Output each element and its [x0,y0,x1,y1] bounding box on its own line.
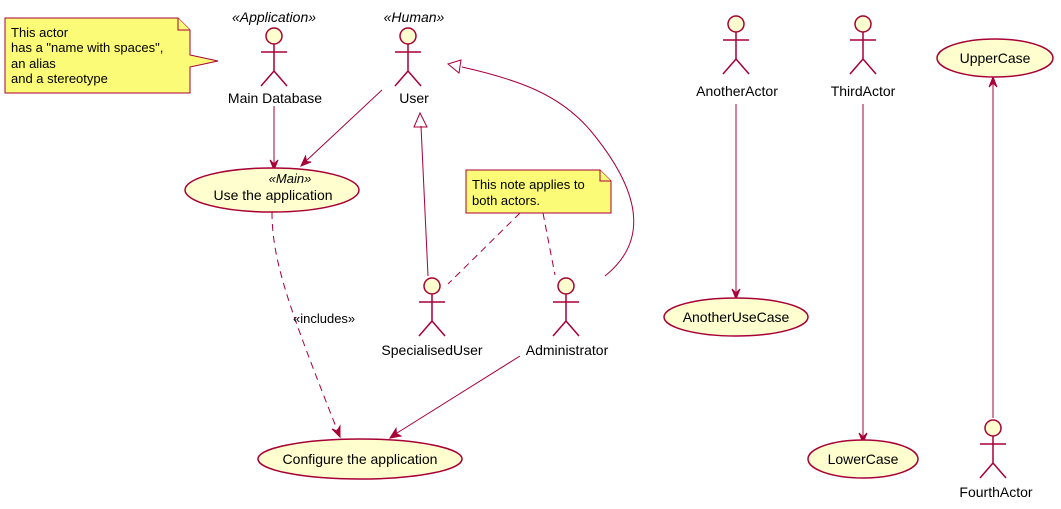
actor-body [722,32,750,75]
actor-main-database-stereotype: «Application» [232,9,316,25]
edge-user-to-use-app [305,89,383,162]
usecase-configure-application[interactable]: Configure the application [257,438,463,480]
actor-body [394,44,422,87]
usecase-use-application-name: Use the application [213,187,332,203]
actor-head [854,15,872,33]
note-actor-line-4: and a stereotype [11,71,108,86]
actor-head [265,27,283,45]
actor-body [979,436,1007,479]
usecase-configure-application-name: Configure the application [283,451,438,467]
usecase-shape [663,297,809,337]
actor-head [984,419,1002,437]
actor-administrator[interactable]: Administrator [526,277,609,358]
edge-use-app-includes-configure [271,211,339,433]
arrowhead-admin-to-configure [388,427,403,439]
arrowhead-user-to-use-app [300,154,312,167]
actor-head [423,277,441,295]
actor-body [418,294,446,337]
actor-fourth-actor[interactable]: FourthActor [959,419,1033,500]
actor-fourth-actor-name: FourthActor [959,484,1032,500]
note-link-specialised [447,212,521,285]
usecase-shape [936,38,1054,78]
arrowhead-includes [331,424,341,439]
actor-third-actor[interactable]: ThirdActor [831,15,896,99]
usecase-shape [184,167,360,213]
usecase-another-use-case-name: AnotherUseCase [683,309,790,325]
actor-user-stereotype: «Human» [384,9,445,25]
usecase-another-use-case[interactable]: AnotherUseCase [663,297,809,337]
actor-user[interactable]: «Human» User [384,9,445,106]
usecase-use-application[interactable]: «Main» Use the application [184,167,360,213]
actor-body [260,44,288,87]
note-both-line-2: both actors. [472,193,540,208]
edge-admin-to-configure [396,355,521,434]
actor-body [552,294,580,337]
note-actor-line-2: has a "name with spaces", [11,40,163,55]
actor-main-database-name: Main Database [228,90,322,106]
open-arrowhead-specialised-user [413,111,428,128]
edge-admin-to-user [461,66,635,277]
arrowhead-database-to-use-app [269,159,279,172]
note-both-line-1: This note applies to [472,177,585,192]
open-arrowhead-admin-user [446,59,462,74]
usecase-upper-case[interactable]: UpperCase [936,38,1054,78]
actor-another-actor[interactable]: AnotherActor [696,15,778,99]
actor-user-name: User [399,90,429,106]
actor-another-actor-name: AnotherActor [696,83,778,99]
actor-administrator-name: Administrator [526,342,609,358]
arrowhead-lower [858,432,868,445]
actor-head [557,277,575,295]
usecase-lower-case-name: LowerCase [828,451,899,467]
arrowhead-another [731,288,741,301]
note-actor-description: This actor has a "name with spaces", an … [4,17,219,94]
actor-third-actor-name: ThirdActor [831,83,896,99]
actor-specialised-user-name: SpecialisedUser [381,342,482,358]
includes-label: «includes» [293,311,355,326]
actor-head [727,15,745,33]
usecase-lower-case[interactable]: LowerCase [807,439,919,479]
actor-main-database[interactable]: «Application» Main Database [228,9,322,106]
note-both-actors: This note applies to both actors. [465,169,612,214]
actor-head [399,27,417,45]
actor-body [849,32,877,75]
usecase-upper-case-name: UpperCase [960,50,1031,66]
actor-specialised-user[interactable]: SpecialisedUser [381,277,483,358]
note-link-admin [542,212,556,276]
usecase-shape [807,439,919,479]
edge-specialised-to-user [420,125,429,277]
note-actor-line-3: an alias [11,56,56,71]
arrowhead-upper [988,75,998,88]
note-actor-line-1: This actor [11,25,69,40]
usecase-use-application-stereotype: «Main» [269,171,312,186]
usecase-shape [257,438,463,480]
